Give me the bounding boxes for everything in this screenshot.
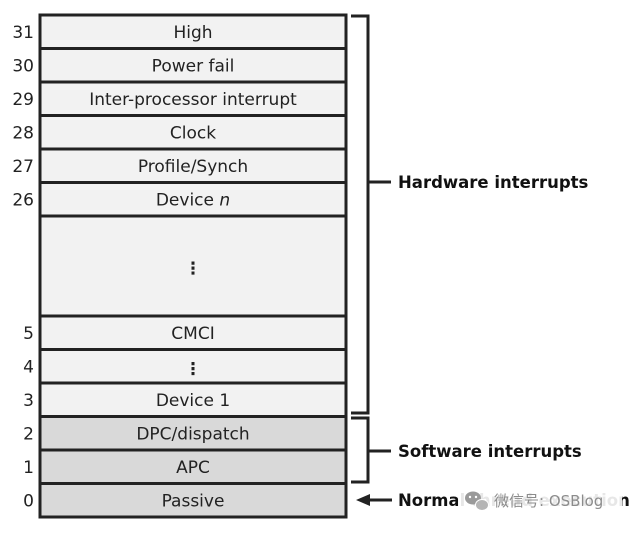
irql-level-name-text: High <box>173 23 212 43</box>
irql-level-name: High <box>173 23 212 43</box>
irql-row: 26 Device n <box>12 181 348 218</box>
irql-cell <box>38 482 348 519</box>
irql-level-name: Profile/Synch <box>138 157 248 177</box>
software-interrupts-label: Software interrupts <box>398 442 582 461</box>
irql-level-name: Device n <box>156 190 230 210</box>
software-bracket: Software interrupts <box>351 416 582 484</box>
irql-level-number: 0 <box>23 491 34 511</box>
irql-level-number: 30 <box>12 56 34 76</box>
watermark-text: 微信号: OSBlog <box>494 492 603 510</box>
irql-level-name-text: ⋮ <box>185 259 202 279</box>
irql-level-name-text: Profile/Synch <box>138 157 248 177</box>
irql-level-number: 29 <box>12 90 34 110</box>
irql-row: 30 Power fail <box>12 47 348 84</box>
irql-row: 29 Inter-processor interrupt <box>12 80 348 117</box>
irql-row: 27 Profile/Synch <box>12 147 348 184</box>
watermark-backdrop <box>458 486 622 516</box>
irql-row: 31 High <box>12 13 348 50</box>
irql-cell <box>38 181 348 218</box>
irql-row: 1 APC <box>23 448 348 485</box>
irql-cell <box>38 415 348 452</box>
arrow-left-icon <box>356 494 370 506</box>
irql-level-number: 1 <box>23 458 34 478</box>
irql-level-name-text: Clock <box>170 123 216 143</box>
irql-level-number: 31 <box>12 23 34 43</box>
irql-level-name-text: Power fail <box>152 56 235 76</box>
irql-level-number: 5 <box>23 324 34 344</box>
irql-level-name: Inter-processor interrupt <box>89 90 297 110</box>
irql-level-number: 3 <box>23 391 34 411</box>
irql-row: 3 Device 1 <box>23 381 348 418</box>
hardware-bracket: Hardware interrupts <box>351 14 589 415</box>
vertical-ellipsis-icon: ⋮ <box>185 259 202 279</box>
irql-cell <box>38 314 348 351</box>
irql-level-name: Clock <box>170 123 216 143</box>
irql-level-name-text: DPC/dispatch <box>136 424 249 444</box>
irql-level-name-text: Device <box>156 190 214 210</box>
irql-level-name-text: ⋮ <box>185 359 202 379</box>
irql-level-name-italic: n <box>214 190 230 210</box>
irql-row: 5 CMCI <box>23 314 348 351</box>
irql-level-name: Passive <box>162 491 225 511</box>
hardware-bracket-line <box>351 14 370 415</box>
irql-level-name-text: Device 1 <box>156 391 230 411</box>
irql-level-number: 2 <box>23 424 34 444</box>
irql-row: 28 Clock <box>12 114 348 151</box>
irql-level-number: 27 <box>12 157 34 177</box>
irql-level-name: Power fail <box>152 56 235 76</box>
irql-row: 2 DPC/dispatch <box>23 415 348 452</box>
wechat-icon <box>465 491 489 511</box>
irql-row: 4⋮ <box>23 348 348 385</box>
software-bracket-line <box>351 416 370 484</box>
irql-level-name: DPC/dispatch <box>136 424 249 444</box>
irql-level-name-text: Inter-processor interrupt <box>89 90 297 110</box>
irql-cell <box>38 381 348 418</box>
irql-level-name-text: CMCI <box>171 324 214 344</box>
irql-level-name: Device 1 <box>156 391 230 411</box>
irql-level-name: CMCI <box>171 324 214 344</box>
irql-level-number: 26 <box>12 190 34 210</box>
irql-level-number: 4 <box>23 357 34 377</box>
irql-level-number: 28 <box>12 123 34 143</box>
irql-row: ⋮ <box>38 214 348 318</box>
irql-level-name: APC <box>176 458 210 478</box>
irql-cell <box>38 114 348 151</box>
irql-level-name-text: Passive <box>162 491 225 511</box>
irql-level-name-text: APC <box>176 458 210 478</box>
irql-row: 0 Passive <box>23 482 348 519</box>
hardware-interrupts-label: Hardware interrupts <box>398 173 589 192</box>
vertical-ellipsis-icon: ⋮ <box>185 359 202 379</box>
watermark: 微信号: OSBlog <box>458 486 622 516</box>
